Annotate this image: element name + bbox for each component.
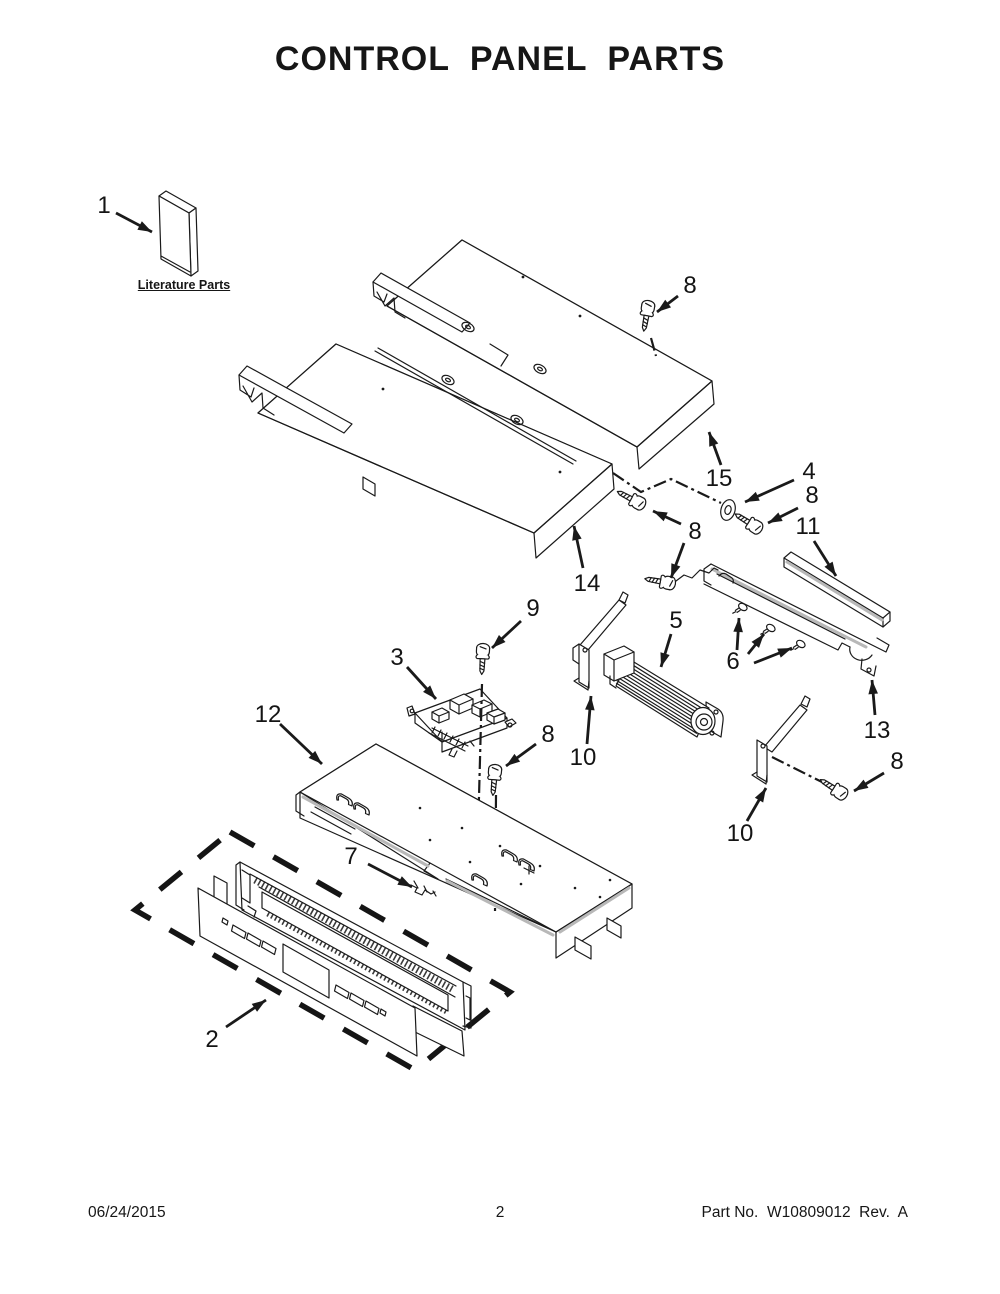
arrowhead: [657, 299, 672, 312]
callout-2: 2: [205, 1026, 218, 1053]
screw-icon: [644, 572, 677, 590]
part-3-control-board: [407, 689, 516, 757]
arrowhead: [733, 618, 743, 633]
arrowhead: [777, 648, 792, 658]
panel-clip: [472, 874, 488, 886]
part-15-top-cover: [373, 240, 714, 481]
callout-8e: 8: [890, 748, 903, 775]
arrowhead: [709, 432, 719, 447]
ground-wire: [676, 568, 718, 581]
callout-3: 3: [390, 644, 403, 671]
callout-arrows: [116, 213, 884, 1027]
screw-icon: [637, 299, 655, 332]
arrowhead: [572, 526, 582, 541]
callout-14: 14: [574, 570, 601, 597]
part-2-control-panel-assy: [135, 832, 510, 1070]
arrowhead: [751, 634, 764, 648]
dashed-boundary: [135, 832, 510, 1070]
part-14-top-panel: [239, 344, 614, 558]
panel-clip: [354, 803, 370, 815]
part-11-trim-strip: [784, 552, 890, 627]
bulb-icon: [791, 639, 807, 650]
page-title: CONTROL PANEL PARTS: [274, 40, 726, 78]
callout-15: 15: [706, 465, 733, 492]
callout-8d: 8: [688, 518, 701, 545]
literature-parts-label: Literature Parts: [137, 278, 231, 292]
panel-clip: [519, 859, 535, 871]
arrowhead: [671, 563, 681, 578]
callout-11: 11: [796, 513, 821, 540]
bracket-screw-axis-line: [772, 757, 826, 784]
part-12-chassis-panel: [296, 744, 632, 959]
part-13-support-rail: [704, 564, 889, 676]
arrowhead: [397, 876, 412, 887]
footer-date: 06/24/2015: [88, 1204, 166, 1221]
arrowhead: [653, 511, 668, 522]
footer-part-number: Part No. W10809012 Rev. A: [701, 1204, 909, 1221]
callout-6: 6: [726, 648, 739, 675]
callout-8c: 8: [541, 721, 554, 748]
screw-icon: [817, 774, 850, 802]
panel-clip: [502, 850, 518, 862]
callout-labels: 1 2 3 4 5 6 7 8 8 8 8 8 9 10 10 11 12 13…: [97, 192, 903, 1053]
footer-page-number: 2: [495, 1204, 505, 1221]
callout-5: 5: [669, 607, 682, 634]
screw-axis-line: [651, 338, 656, 356]
arrowhead: [251, 1000, 266, 1012]
arrowhead: [854, 779, 869, 791]
screw-icon: [732, 508, 765, 536]
callout-1: 1: [97, 192, 110, 219]
bulb-icon: [733, 602, 749, 613]
arrowhead: [137, 221, 152, 232]
callout-4: 4: [802, 458, 815, 485]
arrowhead: [423, 685, 436, 699]
arrowhead: [754, 788, 766, 803]
washer-axis-line: [613, 473, 721, 503]
part-5-blower-wheel: [604, 646, 723, 737]
screw-icon: [614, 486, 648, 512]
callout-10l: 10: [570, 744, 597, 771]
arrowhead: [768, 512, 783, 523]
callout-12: 12: [255, 701, 282, 728]
callout-8b: 8: [805, 482, 818, 509]
arrowhead: [745, 491, 760, 502]
bulb-icon: [761, 623, 777, 634]
arrowhead: [492, 634, 506, 648]
arrowhead: [868, 680, 878, 695]
arrowhead: [506, 753, 521, 766]
callout-13: 13: [864, 717, 891, 744]
part-10-bracket-left: [573, 592, 628, 690]
callout-9: 9: [526, 595, 539, 622]
part-1-literature-booklet: [159, 191, 198, 276]
washer-icon: [719, 498, 738, 522]
arrowhead: [660, 652, 670, 667]
part-7-wire-clip: [411, 881, 436, 896]
screw-icon: [475, 643, 490, 675]
callout-10r: 10: [727, 820, 754, 847]
arrowhead: [308, 750, 322, 764]
panel-clip: [337, 794, 353, 806]
arrowhead: [585, 696, 595, 711]
arrowhead: [824, 561, 836, 576]
callout-8a: 8: [683, 272, 696, 299]
callout-7: 7: [344, 843, 357, 870]
screw-icon: [486, 764, 502, 796]
part-10-bracket-right: [752, 696, 810, 784]
